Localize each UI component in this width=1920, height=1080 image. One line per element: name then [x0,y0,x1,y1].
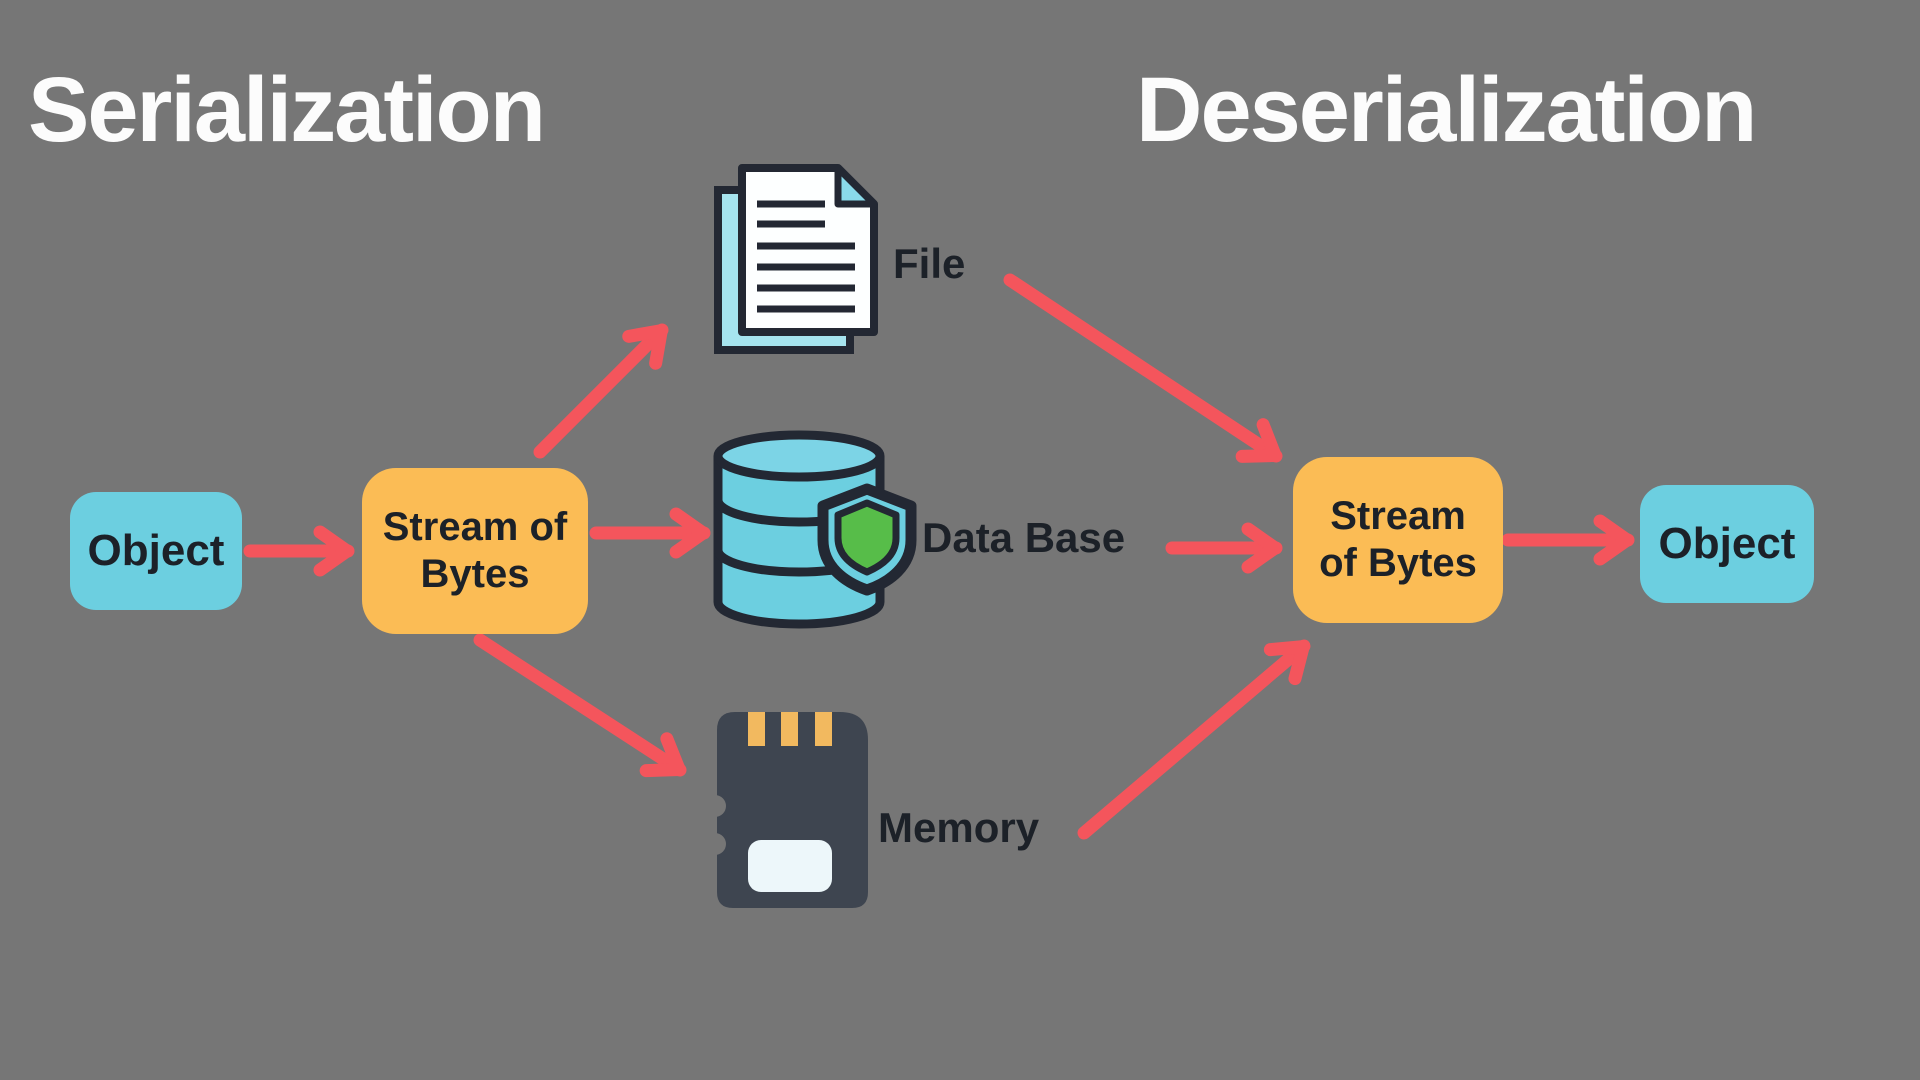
stream-of-bytes-node-left: Stream of Bytes [362,468,588,634]
shield-icon [817,483,917,596]
arrow-file-to-stream [1003,273,1283,463]
file-documents-icon [714,164,878,354]
object-node-right: Object [1640,485,1814,603]
document-text-lines [757,200,855,313]
arrow-memory-to-stream [1077,639,1311,840]
stream-of-bytes-node-right: Stream of Bytes [1293,457,1503,623]
object-node-left: Object [70,492,242,610]
serialization-title: Serialization [28,59,546,161]
database-shield-icon [713,430,917,629]
deserialization-title: Deserialization [1136,59,1757,161]
memory-card-icon [715,712,868,908]
database-label: Data Base [922,514,1126,561]
memory-label: Memory [878,804,1040,851]
file-label: File [893,240,966,287]
arrow-stream-to-file [533,323,669,459]
arrow-stream-to-memory [473,633,687,778]
